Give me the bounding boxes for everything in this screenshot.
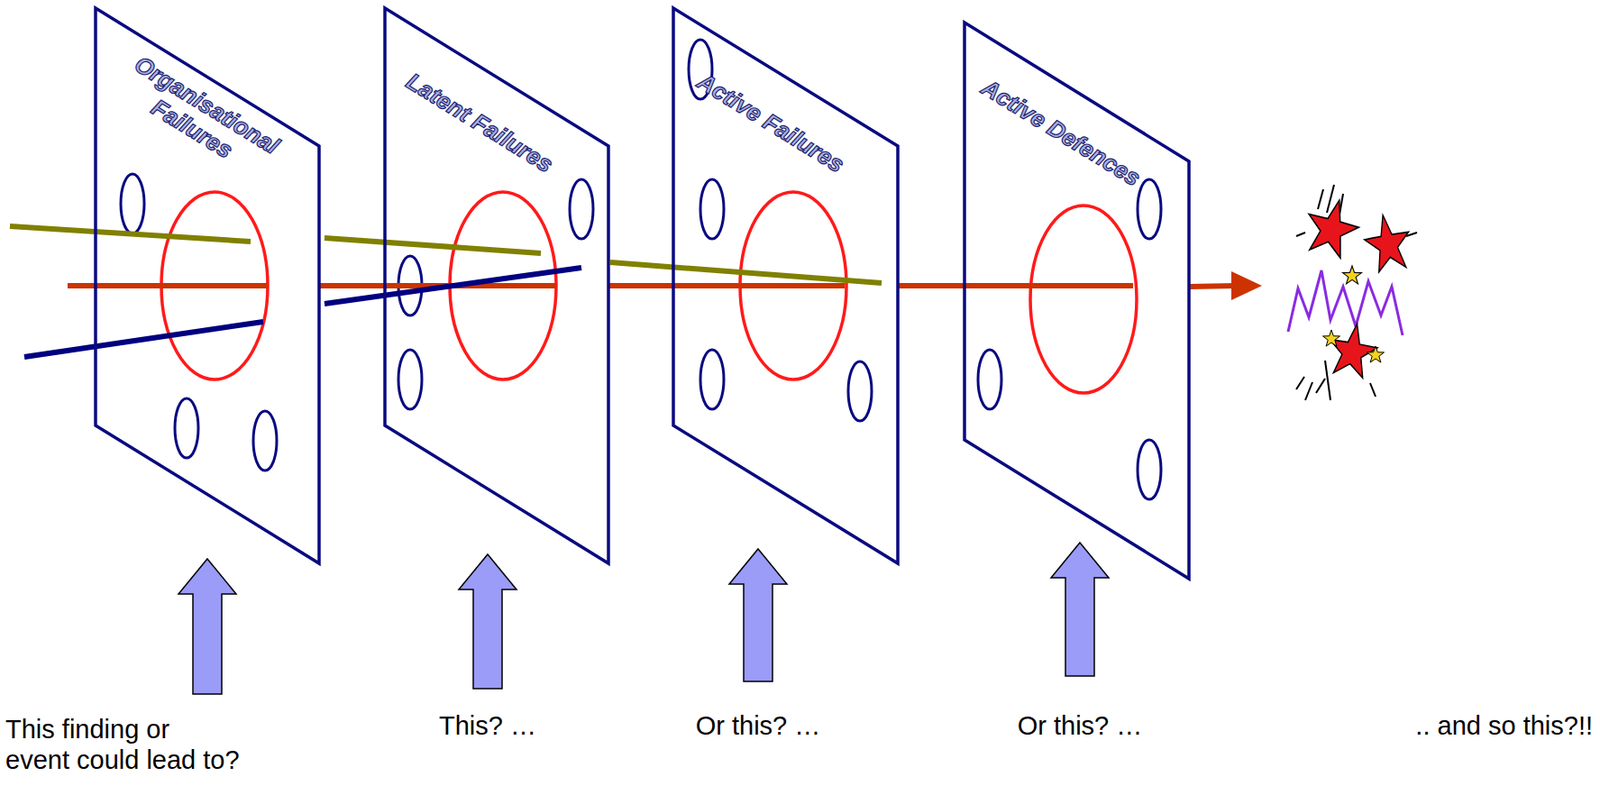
question-label: Or this? … — [695, 710, 822, 741]
pointer-arrows — [178, 542, 1109, 695]
accident-explosion — [1288, 184, 1418, 401]
olive-trajectory — [9, 226, 882, 284]
holes — [120, 39, 1162, 500]
hazard-trajectory — [67, 285, 1237, 287]
aligned-holes — [161, 192, 1137, 394]
slice-title: Active Defences — [961, 64, 1162, 202]
cheese-slice: Active Failures — [673, 8, 898, 564]
question-label: .. and so this?!! — [1415, 710, 1593, 741]
slice-title: Latent Failures — [380, 54, 580, 192]
cheese-slice: Latent Failures — [384, 8, 609, 564]
question-label: Or this? … — [1017, 710, 1143, 741]
slice-title: Active Failures — [671, 54, 871, 192]
question-label: This? … — [438, 710, 537, 741]
question-label: This finding or event could lead to? — [5, 713, 267, 776]
cheese-slice: Active Defences — [964, 22, 1189, 579]
hazard-arrowhead — [1231, 271, 1262, 301]
navy-trajectory — [24, 267, 582, 357]
cheese-slice: Organisational Failures — [95, 8, 320, 564]
